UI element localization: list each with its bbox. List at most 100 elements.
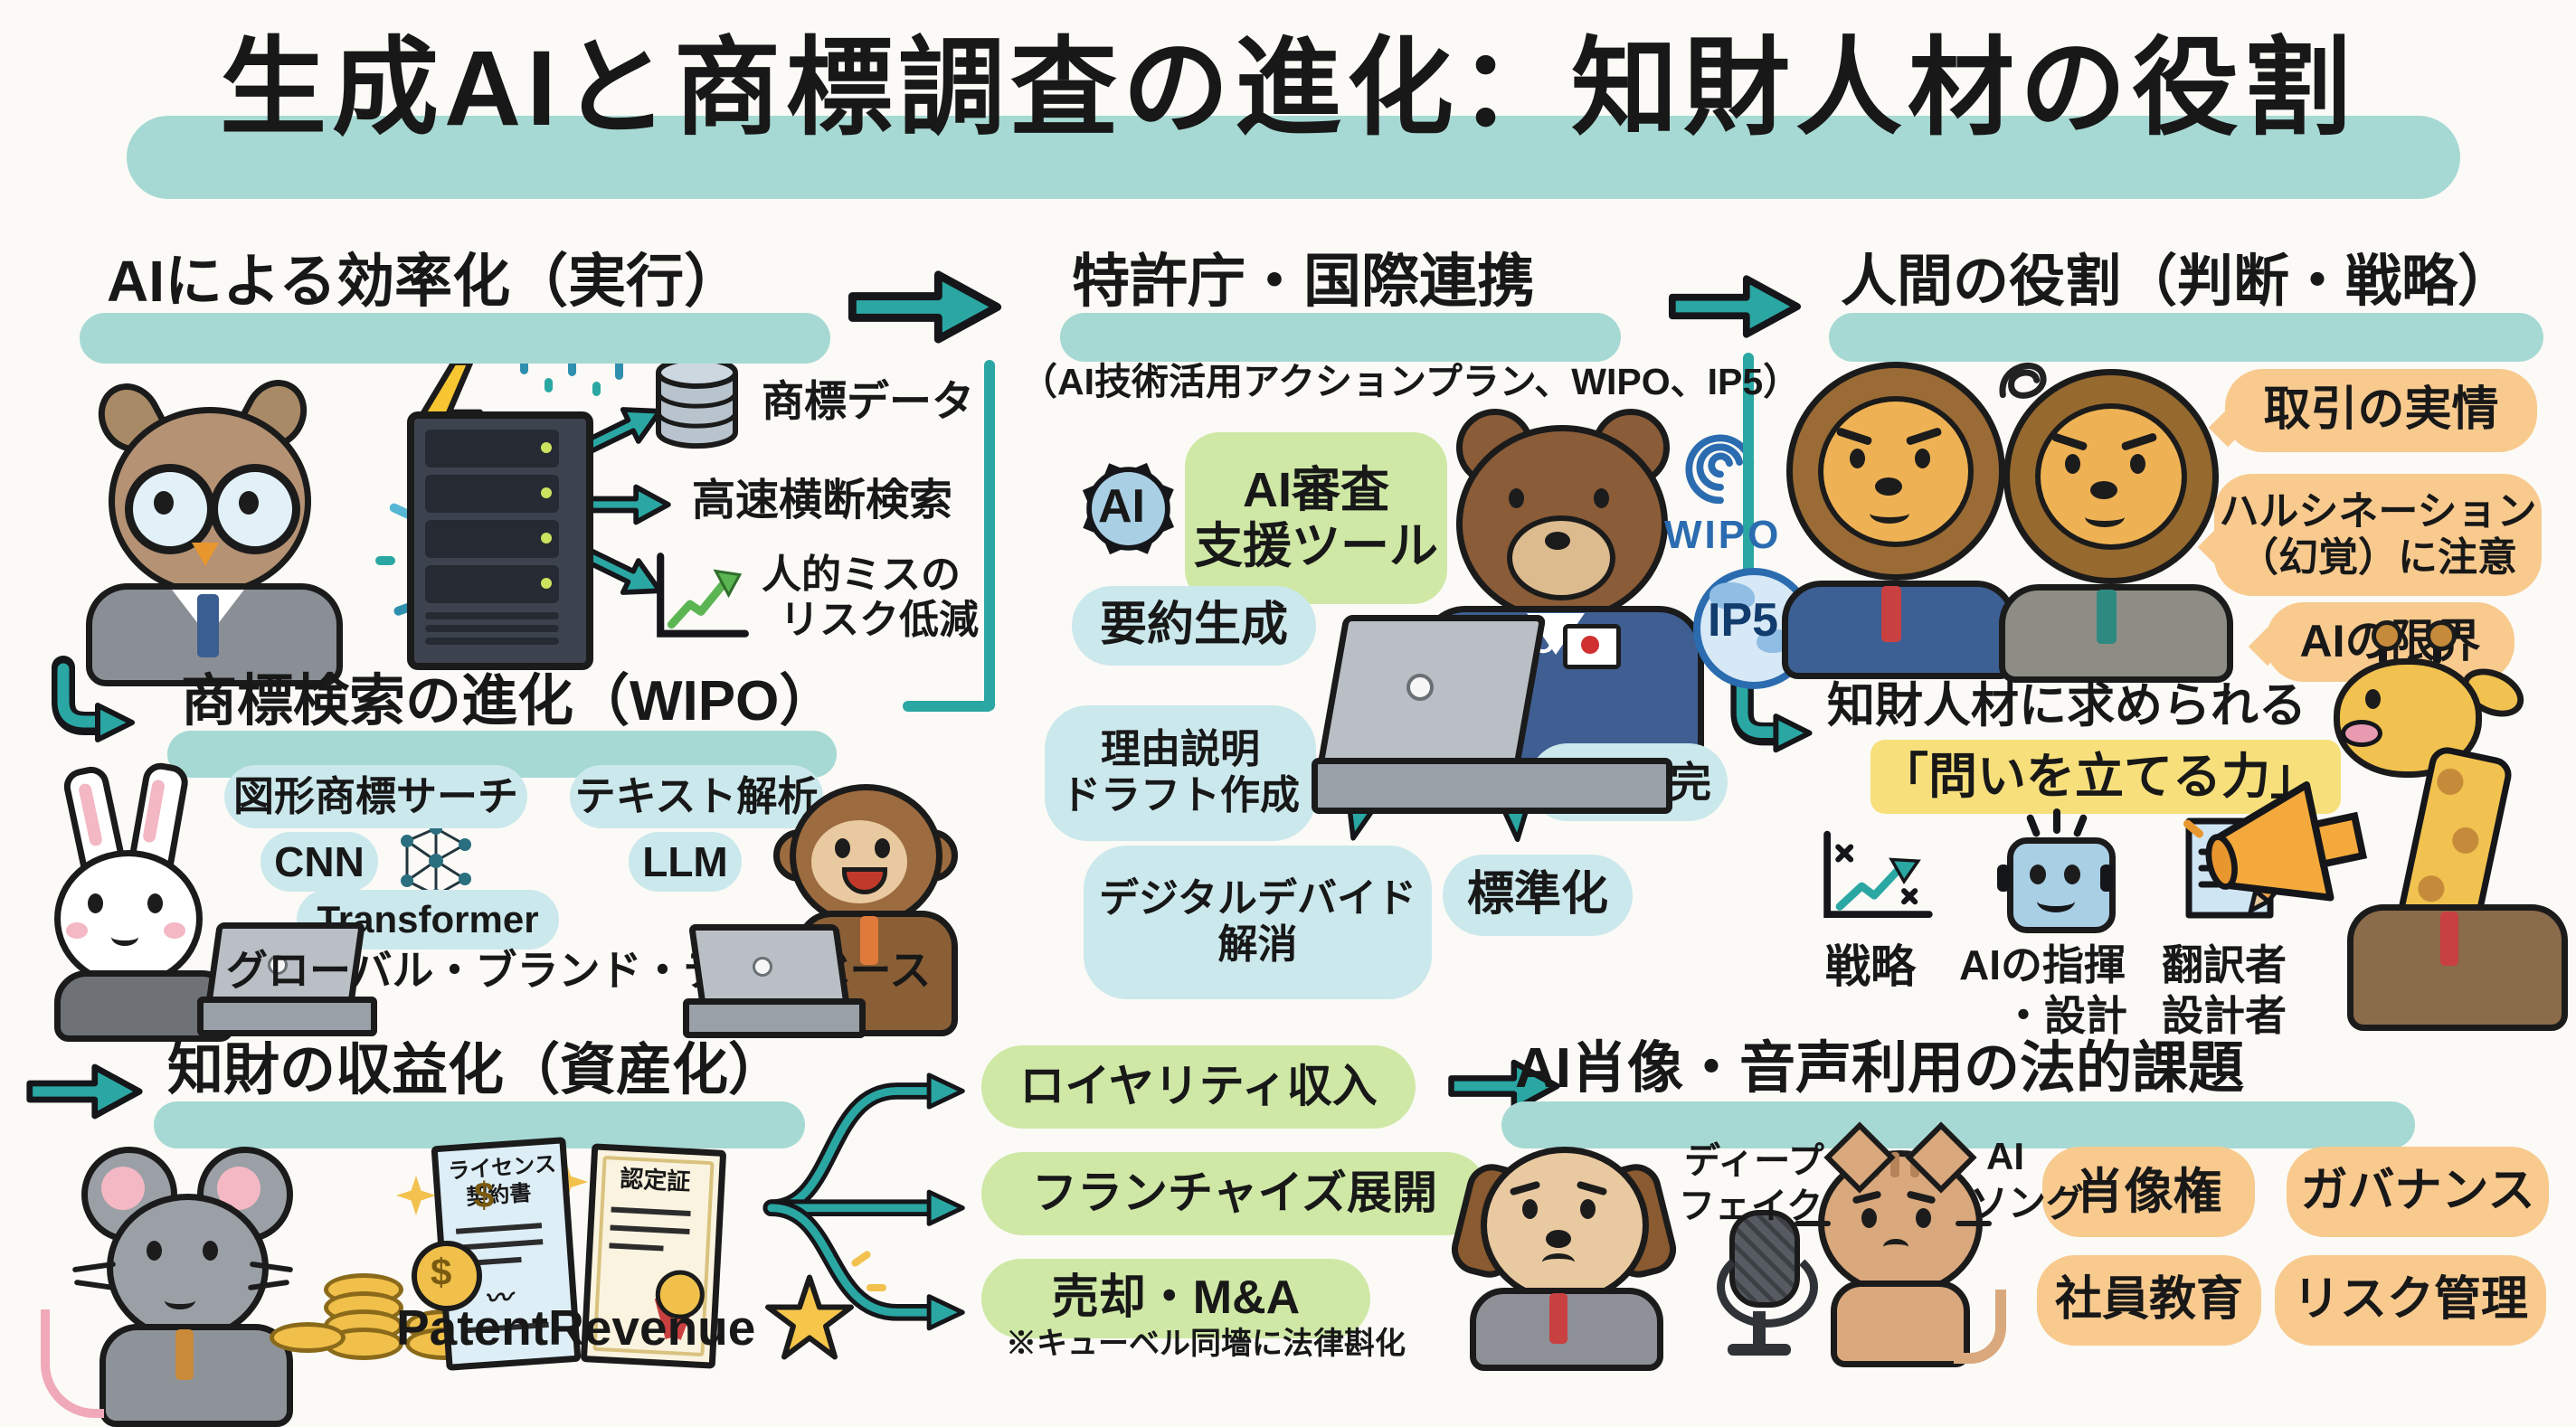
- rabbit-eye: [147, 893, 163, 913]
- owl-beak: [192, 543, 219, 566]
- bubble-ma-label: 売却・M&A: [1051, 1271, 1301, 1325]
- bubble-ma: 売却・M&A: [981, 1259, 1370, 1338]
- lion-face: [1818, 396, 1974, 547]
- giraffe-ossicone-knob: [2426, 620, 2457, 651]
- bear-eye: [1594, 488, 1609, 508]
- bear-nose: [1545, 532, 1570, 550]
- skills-highlight-bg: [1870, 740, 2341, 814]
- japan-flag-icon: [1563, 624, 1621, 669]
- coin-dollar: $: [474, 1176, 495, 1215]
- giraffe-tie: [2440, 912, 2458, 966]
- data-stream-icon: [568, 356, 576, 376]
- bubble-risk-label: リスク管理: [2292, 1273, 2528, 1327]
- rabbit-head: [54, 850, 203, 988]
- fork-arrows-icon: [762, 1073, 965, 1331]
- divider-line: [1743, 353, 1754, 624]
- bubble-cnn-label: CNN: [274, 837, 365, 885]
- lion-eye: [2065, 454, 2080, 474]
- laptop: [197, 922, 377, 1036]
- certificate-title: 認定証: [619, 1164, 692, 1196]
- cat-mouth: [1883, 1239, 1908, 1255]
- skill-translator-line1: 翻訳者: [2162, 941, 2287, 988]
- cat-whisker: [1956, 1221, 1992, 1226]
- laptop-screen: [1315, 615, 1547, 777]
- database-icon: [656, 356, 738, 449]
- giraffe-character: [2316, 620, 2569, 1031]
- legal-header: AI肖像・音声利用の法的課題: [1515, 1037, 2245, 1100]
- cat-whisker: [1795, 1221, 1831, 1226]
- laptop-logo: [1406, 674, 1434, 701]
- star-icon: [765, 1274, 854, 1360]
- bubble-divide-line1: デジタルデバイド: [1098, 876, 1417, 921]
- mic-ring: [1717, 1246, 1818, 1328]
- bubble-reason-draft: 理由説明 ドラフト作成: [1045, 705, 1316, 841]
- bubble-franchise-label: フランチャイズ展開: [1032, 1167, 1437, 1219]
- bear-muzzle: [1507, 515, 1615, 600]
- coin-icon: [412, 1241, 482, 1311]
- rabbit-cheek: [164, 922, 185, 939]
- gear-ai-icon: [1082, 462, 1175, 555]
- lion-mouth: [2085, 506, 2125, 527]
- deepfake-label-line1: ディープ: [1684, 1141, 1824, 1181]
- dog-mouth: [1542, 1253, 1575, 1271]
- efficiency-header: AIによる効率化（実行）: [107, 249, 743, 314]
- mouse-eye: [147, 1241, 162, 1261]
- lion-tie: [2097, 590, 2117, 644]
- data-stream-icon: [375, 556, 395, 565]
- monkey-tie: [860, 916, 878, 965]
- coin-dollar: $: [431, 1251, 452, 1293]
- jpo-header: 特許庁・国際連携: [1072, 249, 1535, 314]
- dog-nose: [1546, 1230, 1571, 1248]
- lion-eye: [1850, 449, 1865, 468]
- bubble-reason-line2: ドラフト作成: [1061, 773, 1300, 817]
- server-icon: [407, 411, 593, 670]
- bubble-reality: 取引の実情: [2225, 369, 2537, 452]
- owl-eye: [239, 491, 259, 515]
- dog-eye: [1580, 1199, 1596, 1219]
- lion-eye: [2130, 454, 2145, 474]
- rabbit-cheek: [66, 922, 88, 939]
- arrow-right-icon: [26, 1063, 143, 1120]
- deepfake-label-line2: フェイク: [1679, 1186, 1823, 1226]
- arrow-right-icon: [582, 407, 663, 454]
- monetize-header-highlight: [154, 1101, 805, 1148]
- skills-highlight: 「問いを立てる力」: [1880, 750, 2319, 804]
- skill-translator-line2: 設計者: [2162, 992, 2287, 1039]
- arrow-curve-right-icon: [52, 656, 135, 742]
- bubble-risk-management: リスク管理: [2275, 1255, 2546, 1346]
- dog-eye: [1522, 1199, 1538, 1219]
- owl-tie: [197, 594, 219, 657]
- bubble-hallucination-line2: （幻覚）に注意: [2239, 534, 2517, 580]
- speech-line1: AI審査: [1243, 462, 1389, 517]
- laptop: [678, 924, 866, 1038]
- mouse-suit: [99, 1324, 293, 1427]
- microphone-icon: [1709, 1210, 1818, 1360]
- confusion-squiggle-icon: [1999, 363, 2047, 399]
- rabbit-eye: [88, 893, 103, 913]
- arrow-curve-right-icon: [1730, 667, 1813, 753]
- jpo-header-highlight: [1060, 313, 1621, 362]
- giraffe-ossicone-knob: [2372, 620, 2402, 651]
- cat-tail: [1954, 1290, 2006, 1364]
- bubble-governance-label: ガバナンス: [2300, 1165, 2535, 1218]
- label-risk-line1: 人的ミスの: [762, 553, 961, 597]
- bubble-standardization: 標準化: [1443, 855, 1633, 936]
- jpo-subtitle: （AI技術活用アクションプラン、WIPO、IP5）: [1020, 361, 1801, 402]
- mouse-ear-inner: [101, 1167, 145, 1210]
- page-title: 生成AIと商標調査の進化：知財人材の役割: [219, 29, 2356, 148]
- lion-mouth: [1870, 503, 1909, 524]
- mouse-tie: [175, 1329, 194, 1380]
- giraffe-mouth: [2341, 720, 2382, 747]
- mic-base: [1728, 1344, 1791, 1356]
- owl-character: [72, 366, 380, 686]
- data-stream-icon: [615, 360, 623, 380]
- cat-body: [1831, 1281, 1970, 1367]
- human-header: 人間の役割（判断・戦略）: [1841, 250, 2514, 313]
- bubble-royalty: ロイヤリティ収入: [981, 1045, 1416, 1129]
- label-fast-search: 高速横断検索: [692, 477, 953, 524]
- bubble-text-analysis-label: テキスト解析: [574, 773, 819, 820]
- bubble-divide-line2: 解消: [1217, 922, 1298, 967]
- arrow-right-icon: [1668, 275, 1802, 338]
- wipo-label: WIPO: [1664, 513, 1782, 557]
- giraffe-suit: [2347, 904, 2568, 1031]
